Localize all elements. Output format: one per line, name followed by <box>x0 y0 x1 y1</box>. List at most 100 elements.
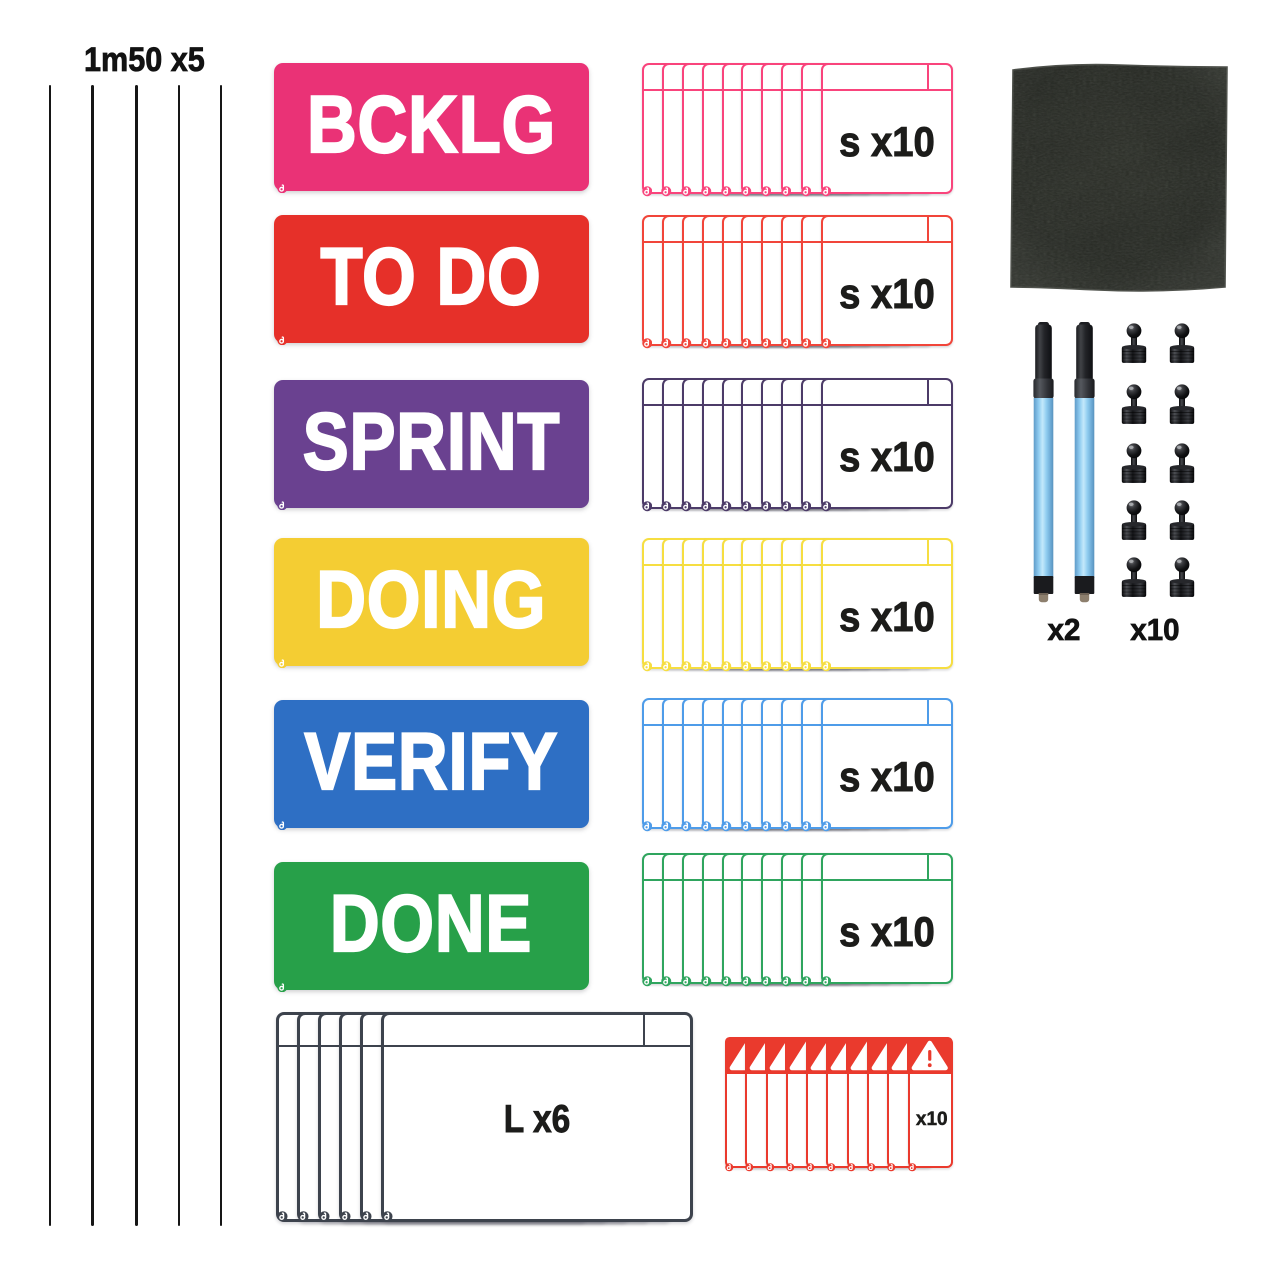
column-header-card-done: DONE <box>274 862 589 992</box>
decathlon-logo-icon <box>298 1209 309 1222</box>
decathlon-logo-icon <box>725 1159 734 1172</box>
decathlon-logo-icon <box>820 499 832 512</box>
marker-pen <box>1074 322 1095 609</box>
s-card-stack-blue: s x10 <box>641 698 953 832</box>
decathlon-logo-icon <box>681 184 692 197</box>
decathlon-logo-icon <box>661 184 672 197</box>
l-card-stack: L x6 <box>276 1012 693 1222</box>
decathlon-logo-icon <box>761 819 772 832</box>
task-card-small <box>820 378 953 512</box>
decathlon-logo-icon <box>681 659 692 672</box>
decathlon-logo-icon <box>681 336 692 349</box>
decathlon-logo-icon <box>681 974 692 987</box>
s-card-stack-red: s x10 <box>641 215 953 349</box>
decathlon-logo-icon <box>781 336 792 349</box>
decathlon-logo-icon <box>820 659 832 672</box>
task-card-small <box>820 853 953 987</box>
decathlon-logo-icon <box>847 1159 856 1172</box>
column-header-card-verify: VERIFY <box>274 700 589 830</box>
decathlon-logo-icon <box>800 336 812 349</box>
decathlon-logo-icon <box>741 184 752 197</box>
decathlon-logo-icon <box>701 974 712 987</box>
card-header-rule <box>822 88 952 91</box>
decathlon-logo-icon <box>745 1159 754 1172</box>
card-header-divider <box>927 540 929 564</box>
magnet-pin <box>1121 555 1147 603</box>
decathlon-logo-icon <box>781 819 792 832</box>
decathlon-logo-icon <box>781 499 792 512</box>
magnet-pin <box>1169 555 1195 603</box>
task-card-small <box>820 698 953 832</box>
decathlon-logo-icon <box>781 184 792 197</box>
warning-card-stack: x10 <box>724 1036 953 1172</box>
column-header-card-doing: DOING <box>274 538 589 668</box>
decathlon-logo-icon <box>276 180 288 193</box>
decathlon-logo-icon <box>276 655 288 668</box>
decathlon-logo-icon <box>820 974 832 987</box>
decathlon-logo-icon <box>800 819 812 832</box>
task-card-small <box>820 63 953 197</box>
magnet-pin <box>1121 321 1147 369</box>
decathlon-logo-icon <box>761 499 772 512</box>
column-header-card-sprint: SPRINT <box>274 380 589 510</box>
decathlon-logo-icon <box>721 819 732 832</box>
task-card-large <box>381 1012 693 1222</box>
magnet-pin <box>1121 382 1147 430</box>
decathlon-logo-icon <box>741 499 752 512</box>
decathlon-logo-icon <box>701 184 712 197</box>
decathlon-logo-icon <box>661 974 672 987</box>
s-card-stack-purple: s x10 <box>641 378 953 512</box>
decathlon-logo-icon <box>661 819 672 832</box>
magnet-pin <box>1169 382 1195 430</box>
decathlon-logo-icon <box>641 659 653 672</box>
decathlon-logo-icon <box>741 819 752 832</box>
decathlon-logo-icon <box>721 499 732 512</box>
column-header-card-bcklg: BCKLG <box>274 63 589 193</box>
decathlon-logo-icon <box>382 1209 393 1222</box>
decathlon-logo-icon <box>761 659 772 672</box>
decathlon-logo-icon <box>867 1159 876 1172</box>
magnetic-strip <box>135 85 138 1226</box>
s-cards-quantity-label: s x10 <box>839 592 936 640</box>
decathlon-logo-icon <box>907 1159 917 1172</box>
magnetic-strip <box>177 85 181 1226</box>
decathlon-logo-icon <box>786 1159 795 1172</box>
card-header-rule <box>822 403 952 406</box>
decathlon-logo-icon <box>761 336 772 349</box>
decathlon-logo-icon <box>340 1209 351 1222</box>
markers-quantity-label: x2 <box>1047 612 1081 648</box>
decathlon-logo-icon <box>681 499 692 512</box>
decathlon-logo-icon <box>806 1159 815 1172</box>
decathlon-logo-icon <box>761 184 772 197</box>
decathlon-logo-icon <box>721 974 732 987</box>
decathlon-logo-icon <box>641 974 653 987</box>
task-card-small <box>820 538 953 672</box>
decathlon-logo-icon <box>361 1209 372 1222</box>
card-header-divider <box>927 217 929 241</box>
impediment-card <box>907 1036 953 1172</box>
card-header-rule <box>822 240 952 243</box>
decathlon-logo-icon <box>319 1209 330 1222</box>
decathlon-logo-icon <box>721 184 732 197</box>
magnet-pin <box>1121 441 1147 489</box>
decathlon-logo-icon <box>887 1159 896 1172</box>
strips-quantity-label: 1m50 x5 <box>84 41 206 80</box>
decathlon-logo-icon <box>826 1159 836 1172</box>
s-card-stack-yellow: s x10 <box>641 538 953 672</box>
column-header-label: SPRINT <box>302 396 561 487</box>
decathlon-logo-icon <box>276 332 288 345</box>
l-cards-quantity-label: L x6 <box>503 1098 571 1142</box>
card-header-divider <box>927 380 929 404</box>
decathlon-logo-icon <box>741 974 752 987</box>
s-cards-quantity-label: s x10 <box>839 269 936 317</box>
decathlon-logo-icon <box>800 499 812 512</box>
decathlon-logo-icon <box>276 979 288 992</box>
card-header-rule <box>383 1045 691 1048</box>
card-header-rule <box>822 723 952 726</box>
s-card-stack-pink: s x10 <box>641 63 953 197</box>
decathlon-logo-icon <box>701 336 712 349</box>
decathlon-logo-icon <box>761 974 772 987</box>
decathlon-logo-icon <box>741 336 752 349</box>
marker-pen <box>1033 322 1054 609</box>
